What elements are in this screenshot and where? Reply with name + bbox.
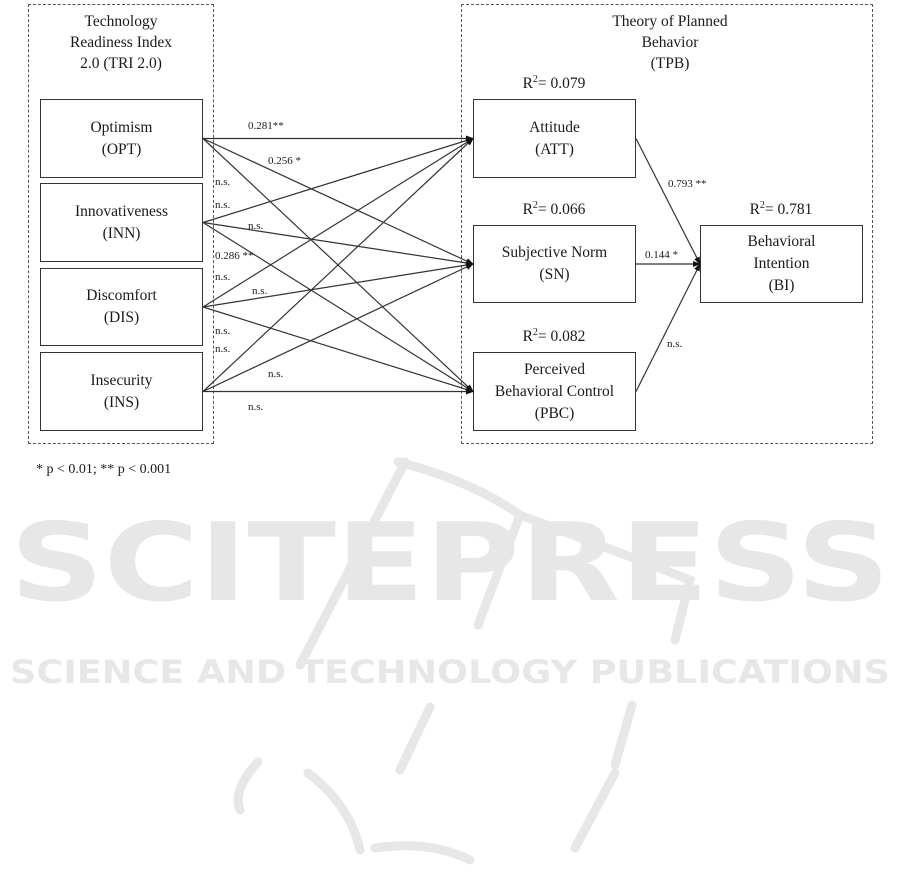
path-label-ins-pbc: n.s. [248,401,264,413]
tpb-title-line: (TPB) [650,55,690,72]
construct-name: Optimism [90,118,153,136]
construct-abbr: (DIS) [103,309,140,326]
path-label-ins-att: n.s. [215,343,231,355]
construct-innovativeness: Innovativeness (INN) [40,183,203,262]
construct-name: Perceived [523,360,586,378]
construct-attitude: Attitude (ATT) [473,99,636,178]
r2-symbol: R [522,75,533,92]
construct-abbr: (OPT) [101,140,142,158]
path-label-inn-sn: n.s. [248,220,264,232]
path-arrow-inn-att [202,137,474,224]
significance-note: * p < 0.01; ** p < 0.001 [36,462,172,477]
path-label-ins-sn: n.s. [268,368,284,380]
r2-superscript: 2 [532,327,538,338]
path-arrow-dis-sn [202,262,474,308]
watermark-logo-stroke [303,768,365,855]
construct-name: Insecurity [90,371,153,389]
watermark-logo-stroke [570,768,620,853]
r2-value: = 0.066 [537,201,586,218]
path-arrow-ins-sn [202,263,474,393]
path-label-dis-att: n.s. [215,271,231,283]
path-arrow-pbc-bi [635,263,701,392]
construct-name: Subjective Norm [501,244,608,261]
construct-name: Behavioral Control [494,382,615,400]
path-label-dis-pbc: n.s. [215,325,231,337]
r2-superscript: 2 [532,200,538,211]
watermark-logo-stroke [393,457,696,645]
construct-abbr: (ATT) [535,140,574,158]
watermark-tagline: SCIENCE AND TECHNOLOGY PUBLICATIONS [10,653,890,691]
path-label-opt-pbc: n.s. [215,176,231,188]
path-label-att-bi: 0.793 ** [668,178,707,190]
construct-name: Discomfort [86,287,157,304]
r2-symbol: R [522,328,533,345]
construct-subjective-norm: Subjective Norm (SN) [473,225,636,303]
tpb-group-title: Theory of Planned Behavior (TPB) [550,11,790,74]
tpb-title-line: Behavior [641,34,699,51]
path-arrow-dis-att [202,137,474,308]
tri-title-line: Readiness Index [69,34,172,51]
r2-value: = 0.781 [764,201,813,218]
path-label-sn-bi: 0.144 * [645,249,678,261]
path-arrow-opt-sn [202,137,474,265]
tri-group-title: Technology Readiness Index 2.0 (TRI 2.0) [28,11,214,74]
construct-perceived-behavioral-control: Perceived Behavioral Control (PBC) [473,352,636,431]
construct-name: Behavioral [747,233,816,250]
construct-discomfort: Discomfort (DIS) [40,268,203,346]
watermark-logo-stroke [233,757,263,815]
tpb-group-box [461,4,873,444]
path-label-dis-sn: n.s. [252,285,268,297]
construct-abbr: (INN) [102,224,141,242]
r2-attitude: R2= 0.079 [473,74,635,93]
path-label-opt-att: 0.281** [248,120,284,132]
path-arrow-att-bi [635,138,701,265]
construct-name: Intention [753,255,810,272]
construct-abbr: (SN) [539,266,570,283]
r2-superscript: 2 [759,200,765,211]
construct-optimism: Optimism (OPT) [40,99,203,178]
watermark-logo-stroke [395,702,435,775]
construct-abbr: (BI) [768,277,795,294]
path-label-pbc-bi: n.s. [667,338,683,350]
r2-symbol: R [522,201,533,218]
watermark-logo-stroke [610,700,637,770]
construct-insecurity: Insecurity (INS) [40,352,203,431]
r2-subjective-norm: R2= 0.066 [473,200,635,219]
construct-name: Attitude [529,118,580,136]
construct-name: Innovativeness [75,202,168,220]
watermark-brand: SCITEPRESS [10,501,890,626]
r2-perceived-behavioral-control: R2= 0.082 [473,327,635,346]
construct-behavioral-intention: Behavioral Intention (BI) [700,225,863,303]
construct-abbr: (PBC) [534,404,575,422]
r2-symbol: R [749,201,760,218]
r2-superscript: 2 [532,74,538,85]
path-arrow-inn-sn [202,221,474,266]
r2-behavioral-intention: R2= 0.781 [700,200,862,219]
r2-value: = 0.082 [537,328,586,345]
tpb-title-line: Theory of Planned [612,13,728,30]
path-label-opt-sn: 0.256 * [268,155,301,167]
path-arrow-inn-pbc [202,221,474,393]
path-arrow-dis-pbc [202,306,474,393]
watermark-logo-stroke [370,841,475,865]
watermark-logo-stroke [473,510,525,630]
path-arrow-ins-att [202,137,474,392]
tri-title-line: 2.0 (TRI 2.0) [80,55,162,72]
tri-title-line: Technology [84,13,158,30]
r2-value: = 0.079 [537,75,586,92]
path-label-inn-pbc: 0.286 ** [215,250,254,262]
watermark-logo-stroke [295,457,410,670]
path-label-inn-att: n.s. [215,199,231,211]
construct-abbr: (INS) [103,393,140,411]
